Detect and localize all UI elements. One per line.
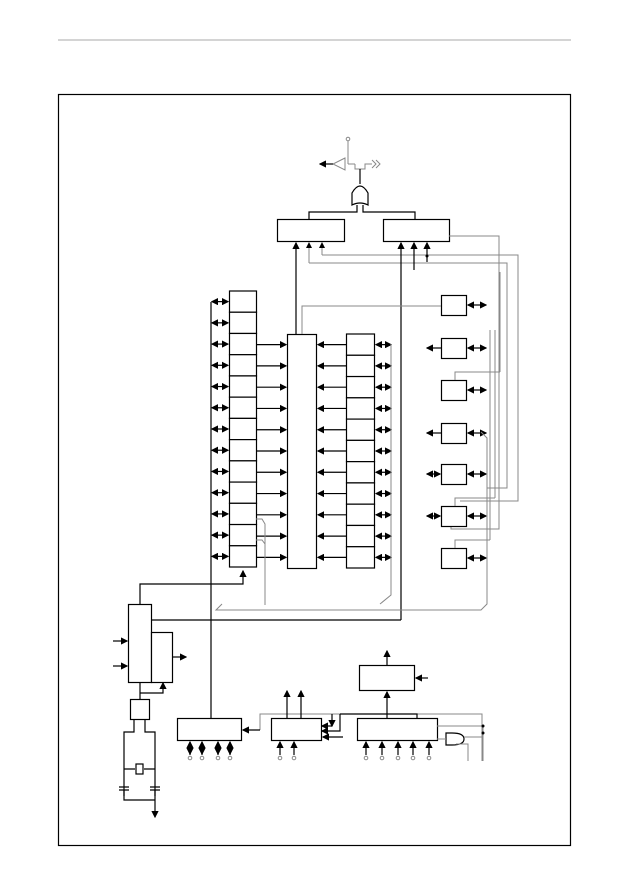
port-register-cell <box>345 397 376 420</box>
timer-block-a <box>276 218 346 243</box>
register-cell <box>228 523 258 547</box>
transistor-icon <box>354 163 372 170</box>
register-cell <box>228 481 258 504</box>
clock-block <box>127 603 153 684</box>
port-register-cell <box>345 461 376 484</box>
pin-terminal-icon <box>426 755 432 761</box>
peripheral-block <box>440 463 468 486</box>
bottom-blocks <box>176 649 485 761</box>
port-register-cell <box>345 333 376 356</box>
prescaler-block <box>150 631 174 684</box>
peripheral-block <box>440 294 468 317</box>
port-register-cell <box>345 546 376 569</box>
crystal-icon <box>135 763 144 775</box>
register-cell <box>228 332 258 356</box>
pin-terminal-icon <box>227 755 233 761</box>
and-gate-icon <box>445 732 465 746</box>
pin-terminal-icon <box>215 755 221 761</box>
register-cell <box>228 354 258 377</box>
pin-terminal-icon <box>199 755 205 761</box>
pin-terminal-icon <box>363 755 369 761</box>
register-cell <box>228 396 258 419</box>
port-register-cell <box>345 503 376 527</box>
pin-terminal-icon <box>345 136 351 142</box>
timer-block-b <box>382 218 451 243</box>
register-cell <box>228 502 258 526</box>
oscillator-block <box>129 698 151 721</box>
pin-terminal-icon <box>395 755 401 761</box>
port-register-cell <box>345 482 376 505</box>
register-cell <box>228 375 258 398</box>
pin-terminal-icon <box>379 755 385 761</box>
ground-icon <box>371 159 381 169</box>
capacitor-icon <box>119 786 160 791</box>
diagram-frame <box>57 93 572 847</box>
peripheral-block <box>440 422 468 445</box>
register-cell <box>228 460 258 483</box>
control-block <box>270 717 323 742</box>
peripheral-block <box>440 505 468 528</box>
peripheral-block <box>440 337 468 360</box>
io-port-block <box>176 717 243 742</box>
peripheral-block <box>440 379 468 402</box>
port-register-cell <box>345 439 376 463</box>
peripheral-block <box>440 547 468 570</box>
port-register-cell <box>345 418 376 441</box>
clock-generator <box>113 603 188 818</box>
register-cell <box>228 290 258 313</box>
pin-terminal-icon <box>277 755 283 761</box>
port-register-cell <box>345 354 376 378</box>
register-cell <box>228 545 258 568</box>
pin-terminal-icon <box>187 755 193 761</box>
register-cell <box>228 311 258 335</box>
buffer-icon <box>331 157 346 171</box>
register-cell <box>228 439 258 462</box>
or-gate-icon <box>351 185 369 206</box>
adc-block <box>356 717 439 742</box>
port-register-cell <box>345 524 376 548</box>
port-register-cell <box>345 375 376 399</box>
dac-block <box>358 664 416 692</box>
internal-bus-block <box>286 333 318 570</box>
register-cell <box>228 417 258 441</box>
pin-terminal-icon <box>410 755 416 761</box>
pin-terminal-icon <box>291 755 297 761</box>
